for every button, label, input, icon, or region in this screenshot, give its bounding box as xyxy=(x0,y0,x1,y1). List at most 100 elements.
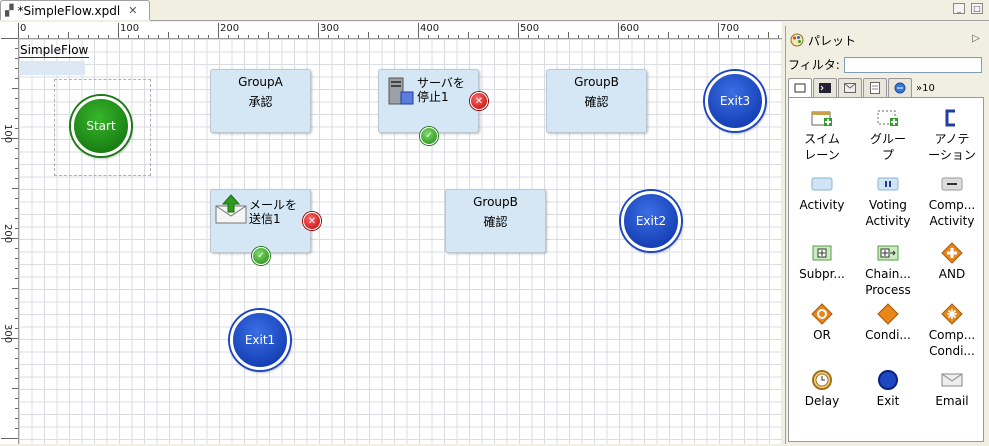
group-a-activity[interactable]: GroupA 承認 xyxy=(210,69,311,133)
ruler-tick xyxy=(418,23,419,38)
ruler-tick xyxy=(198,35,199,38)
ruler-tick xyxy=(648,35,649,38)
ruler-tick xyxy=(12,88,18,89)
ruler-tick xyxy=(15,308,18,309)
selection-box xyxy=(54,79,151,176)
ruler-tick xyxy=(15,428,18,429)
tab-shapes[interactable] xyxy=(788,78,812,97)
palette-item-and-gateway[interactable]: AND xyxy=(919,242,985,282)
ruler-tick xyxy=(358,35,359,38)
complex-conditional-icon xyxy=(941,303,963,325)
ruler-tick xyxy=(12,288,18,289)
shape-tab-icon xyxy=(794,83,806,93)
editor-tab[interactable]: ▞ *SimpleFlow.xpdl ✕ xyxy=(0,0,150,20)
tab-globe[interactable] xyxy=(888,78,912,97)
ok-badge-icon[interactable]: ✓ xyxy=(252,247,270,265)
palette-item-label: スイム xyxy=(804,132,840,146)
start-event[interactable]: Start xyxy=(71,96,131,156)
palette-item-annotation[interactable]: アノテーション xyxy=(919,108,985,163)
ok-badge-icon[interactable]: ✓ xyxy=(420,127,438,145)
palette-collapse-icon[interactable]: ▷ xyxy=(972,33,980,44)
palette-item-swimlane[interactable]: スイムレーン xyxy=(789,108,855,163)
ruler-tick xyxy=(318,23,319,38)
ruler-tick xyxy=(768,32,769,38)
ruler-tick xyxy=(458,35,459,38)
error-badge-icon[interactable]: ✕ xyxy=(303,212,321,230)
exit3-event[interactable]: Exit3 xyxy=(705,71,765,131)
exit-label: Exit1 xyxy=(244,333,276,347)
ruler-tick xyxy=(678,35,679,38)
ruler-tick xyxy=(15,228,18,229)
palette-item-compensation-activity[interactable]: Comp...Activity xyxy=(919,174,985,229)
palette-item-or-gateway[interactable]: OR xyxy=(789,303,855,343)
server-stop-task[interactable]: サーバを 停止1 xyxy=(378,69,479,133)
palette-item-label: Delay xyxy=(804,394,840,408)
ruler-label: 400 xyxy=(420,23,440,34)
palette-item-label: Condi... xyxy=(929,344,975,358)
minimize-icon[interactable]: _ xyxy=(953,3,965,14)
filter-input[interactable] xyxy=(843,56,982,73)
palette-item-exit[interactable]: Exit xyxy=(855,370,921,409)
ruler-tick xyxy=(208,35,209,38)
palette-item-label: プ xyxy=(881,148,894,162)
ruler-tick xyxy=(248,35,249,38)
palette-item-delay[interactable]: Delay xyxy=(789,370,855,409)
exit2-event[interactable]: Exit2 xyxy=(621,191,681,251)
ruler-tick xyxy=(398,35,399,38)
palette-item-label: レーン xyxy=(804,148,840,162)
ruler-tick xyxy=(528,35,529,38)
tab-document[interactable] xyxy=(863,78,887,97)
ruler-tick xyxy=(12,188,18,189)
palette-item-email[interactable]: Email xyxy=(919,370,985,409)
exit-label: Exit2 xyxy=(635,214,667,228)
editor-tab-bar: _ □ xyxy=(150,0,989,21)
palette-item-label: Condi... xyxy=(865,328,911,342)
ruler-tick xyxy=(48,35,49,38)
ruler-tick xyxy=(668,32,669,38)
process-file-icon: ▞ xyxy=(5,4,14,17)
group-b-activity[interactable]: GroupB 確認 xyxy=(445,189,546,253)
ruler-tick xyxy=(238,35,239,38)
palette-item-chained-process[interactable]: Chain...Process xyxy=(855,243,921,298)
exit1-event[interactable]: Exit1 xyxy=(230,310,290,370)
ruler-tick xyxy=(348,35,349,38)
tab-terminal[interactable] xyxy=(813,78,837,97)
close-tab-icon[interactable]: ✕ xyxy=(128,4,138,17)
maximize-icon[interactable]: □ xyxy=(971,3,983,14)
activity-icon xyxy=(811,174,833,194)
ruler-tick xyxy=(718,23,719,38)
start-label: Start xyxy=(86,119,116,133)
ruler-tick xyxy=(15,68,18,69)
ruler-tick xyxy=(598,35,599,38)
more-tabs[interactable]: »10 xyxy=(913,78,935,98)
pool-label[interactable]: SimpleFlow xyxy=(19,43,90,58)
palette-header: パレット xyxy=(790,32,984,48)
delay-icon xyxy=(811,370,833,390)
palette-item-activity[interactable]: Activity xyxy=(789,174,855,213)
palette-item-complex-conditional[interactable]: Comp...Condi... xyxy=(919,303,985,359)
error-badge-icon[interactable]: ✕ xyxy=(470,92,488,110)
ruler-tick xyxy=(15,248,18,249)
ruler-tick xyxy=(1,38,18,39)
ruler-tick xyxy=(15,168,18,169)
palette-item-label: Activity xyxy=(865,214,911,228)
mail-send-task[interactable]: メールを 送信1 xyxy=(210,189,311,253)
tab-mail[interactable] xyxy=(838,78,862,97)
ruler-tick xyxy=(108,35,109,38)
document-icon xyxy=(870,82,880,94)
palette-item-label: Activity xyxy=(799,198,845,212)
group-b-activity[interactable]: GroupB 確認 xyxy=(546,69,647,133)
ruler-tick xyxy=(15,378,18,379)
group-icon xyxy=(877,108,899,128)
group-title: GroupB xyxy=(574,75,619,89)
diagram-canvas[interactable]: SimpleFlow Start GroupA 承認 サーバを 停止1 ✕ ✓ … xyxy=(19,39,782,444)
ruler-tick xyxy=(68,32,69,38)
palette-item-label: AND xyxy=(938,267,966,281)
ruler-tick xyxy=(628,35,629,38)
ruler-tick xyxy=(15,148,18,149)
palette-item-conditional-gateway[interactable]: Condi... xyxy=(855,303,921,343)
ruler-tick xyxy=(15,348,18,349)
palette-item-group[interactable]: グループ xyxy=(855,108,921,163)
palette-item-subprocess[interactable]: Subpr... xyxy=(789,243,855,282)
